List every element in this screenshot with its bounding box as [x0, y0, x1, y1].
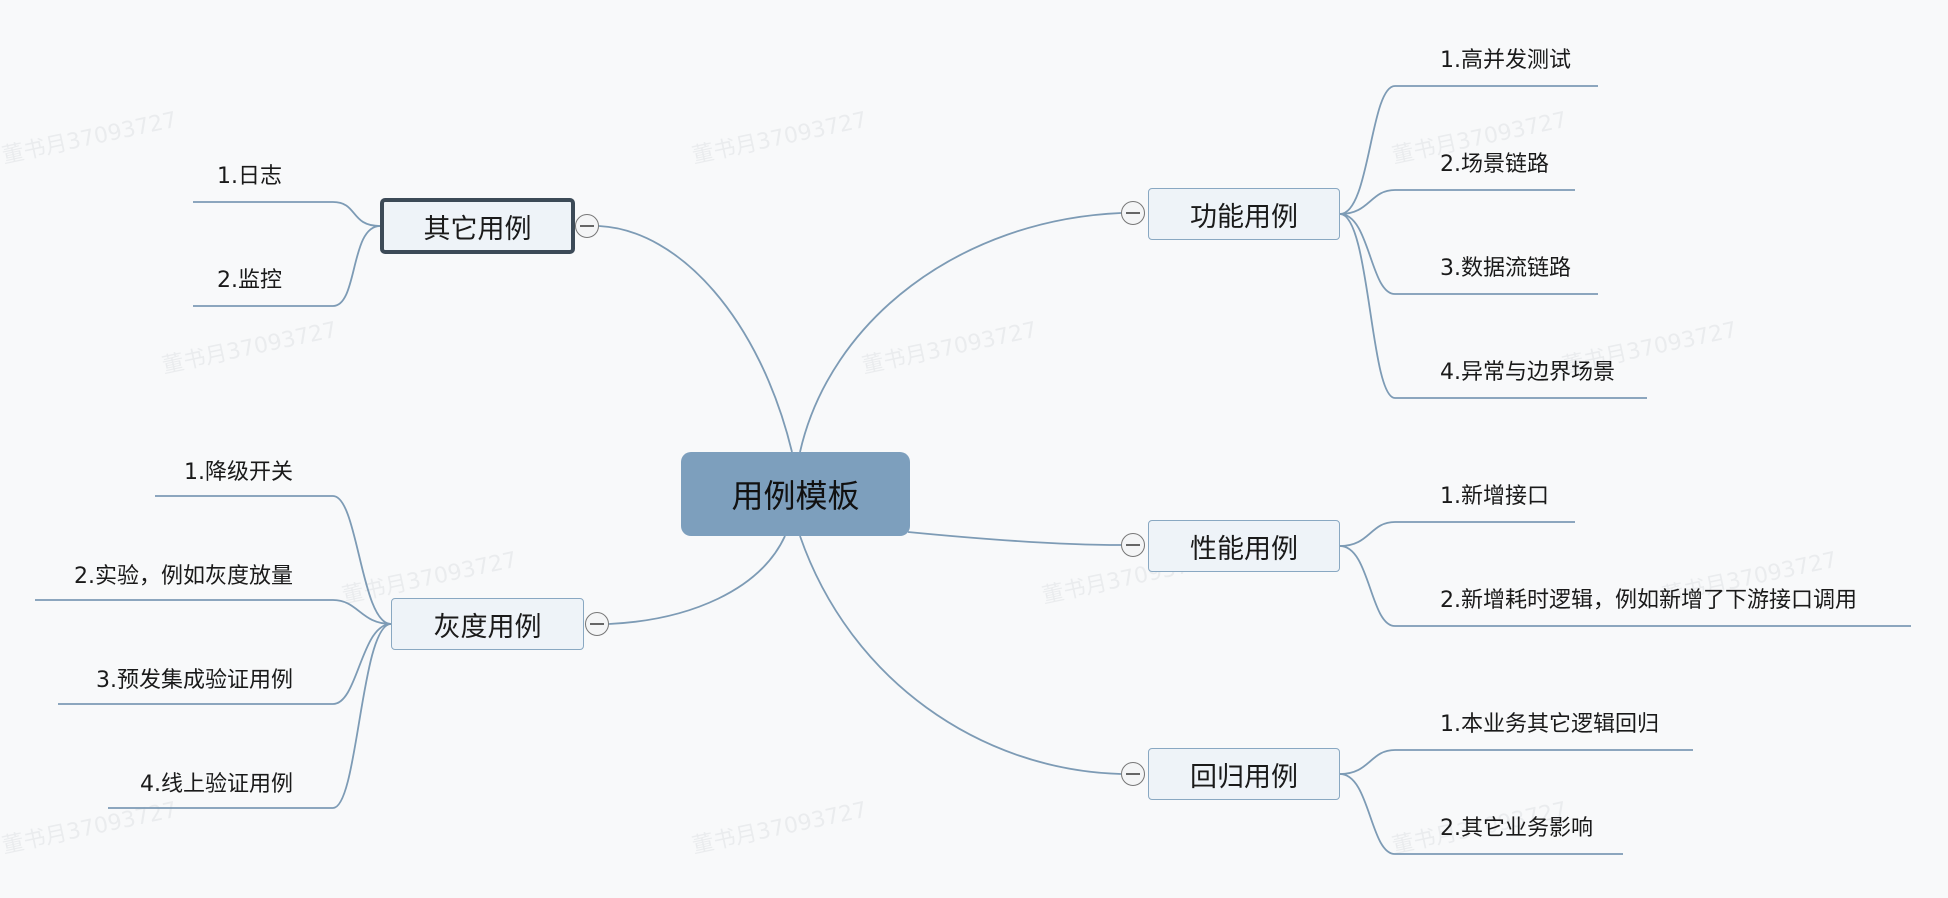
topic-functional[interactable]: 功能用例	[1148, 188, 1340, 240]
collapse-toggle-performance[interactable]	[1121, 533, 1145, 557]
leaf-regression-1[interactable]: 1.本业务其它逻辑回归	[1440, 712, 1659, 737]
leaf-functional-1[interactable]: 1.高并发测试	[1440, 48, 1571, 73]
leaf-other-1[interactable]: 1.日志	[217, 164, 282, 189]
edge-center-other	[598, 225, 793, 453]
collapse-toggle-regression[interactable]	[1121, 762, 1145, 786]
edge-center-gray	[608, 535, 786, 625]
topic-other-label: 其它用例	[423, 213, 532, 245]
edge-performance-leaf-2	[1339, 545, 1911, 627]
topic-functional-label: 功能用例	[1190, 201, 1298, 233]
topic-regression-label: 回归用例	[1190, 761, 1298, 793]
leaf-regression-2[interactable]: 2.其它业务影响	[1440, 816, 1593, 841]
edge-gray-leaf-2	[35, 599, 392, 625]
edge-functional-leaf-4	[1339, 213, 1647, 399]
edge-regression-leaf-2	[1339, 773, 1623, 855]
collapse-toggle-gray[interactable]	[585, 612, 609, 636]
edge-performance-leaf-1	[1339, 521, 1575, 547]
edge-center-regression	[799, 535, 1122, 775]
topic-regression[interactable]: 回归用例	[1148, 748, 1340, 800]
central-topic-label: 用例模板	[731, 477, 860, 515]
edge-gray-leaf-4	[108, 623, 392, 809]
edge-regression-leaf-1	[1339, 749, 1693, 775]
collapse-toggle-functional[interactable]	[1121, 201, 1145, 225]
leaf-gray-1[interactable]: 1.降级开关	[184, 460, 293, 485]
edge-other-leaf-1	[193, 201, 381, 227]
leaf-performance-1[interactable]: 1.新增接口	[1440, 484, 1549, 509]
leaf-functional-2[interactable]: 2.场景链路	[1440, 152, 1549, 177]
edge-center-performance	[907, 531, 1122, 546]
leaf-performance-2[interactable]: 2.新增耗时逻辑，例如新增了下游接口调用	[1440, 588, 1857, 613]
leaf-other-2[interactable]: 2.监控	[217, 268, 282, 293]
edge-other-leaf-2	[193, 225, 381, 307]
edge-gray-leaf-1	[155, 495, 392, 625]
edge-functional-leaf-1	[1339, 85, 1598, 215]
leaf-gray-2[interactable]: 2.实验，例如灰度放量	[74, 564, 293, 589]
leaf-gray-4[interactable]: 4.线上验证用例	[140, 772, 293, 797]
central-topic[interactable]: 用例模板	[681, 452, 910, 536]
leaf-gray-3[interactable]: 3.预发集成验证用例	[96, 668, 293, 693]
topic-performance[interactable]: 性能用例	[1148, 520, 1340, 572]
edge-functional-leaf-3	[1339, 213, 1598, 295]
leaf-functional-3[interactable]: 3.数据流链路	[1440, 256, 1571, 281]
topic-performance-label: 性能用例	[1190, 533, 1298, 565]
leaf-functional-4[interactable]: 4.异常与边界场景	[1440, 360, 1615, 385]
topic-gray-label: 灰度用例	[433, 611, 542, 643]
collapse-toggle-other[interactable]	[575, 214, 599, 238]
topic-other[interactable]: 其它用例	[380, 198, 575, 254]
edge-functional-leaf-2	[1339, 189, 1575, 215]
topic-gray[interactable]: 灰度用例	[391, 598, 584, 650]
edge-gray-leaf-3	[58, 623, 392, 705]
edge-center-functional	[799, 212, 1122, 453]
